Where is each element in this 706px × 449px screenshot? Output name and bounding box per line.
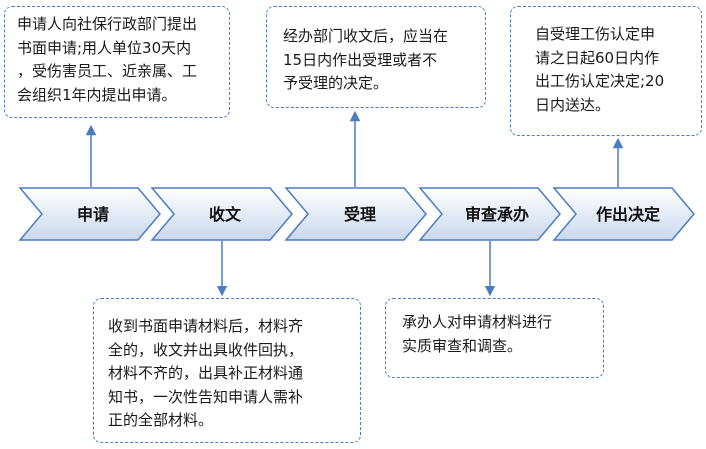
step-receive: 收文 [150,187,293,241]
step-apply-label: 申请 [77,205,109,224]
note-decide: 自受理工伤认定申 请之日起60日内作 出工伤认定决定;20 日内送达。 [510,6,702,136]
step-decide-label: 作出决定 [596,205,660,224]
step-accept-label: 受理 [344,205,376,224]
step-accept-chevron [284,187,427,241]
step-review: 审查承办 [418,187,561,241]
note-review: 承办人对申请材料进行 实质审查和调查。 [385,298,604,378]
step-receive-label: 收文 [209,205,242,224]
step-decide-chevron [552,187,695,241]
note-accept: 经办部门收文后，应当在 15日内作出受理或者不 予受理的决定。 [266,6,486,108]
note-apply: 申请人向社保行政部门提出 书面申请;用人单位30天内 ，受伤害员工、近亲属、工 … [4,6,230,118]
step-review-label: 审查承办 [465,205,529,224]
step-apply: 申请 [18,187,161,241]
step-review-chevron [418,187,561,241]
step-decide: 作出决定 [552,187,695,241]
step-receive-chevron [150,187,293,241]
note-receive: 收到书面申请材料后，材料齐 全的，收文并出具收件回执， 材料不齐的，出具补正材料… [93,298,361,443]
step-accept: 受理 [284,187,427,241]
step-apply-chevron [18,187,161,241]
